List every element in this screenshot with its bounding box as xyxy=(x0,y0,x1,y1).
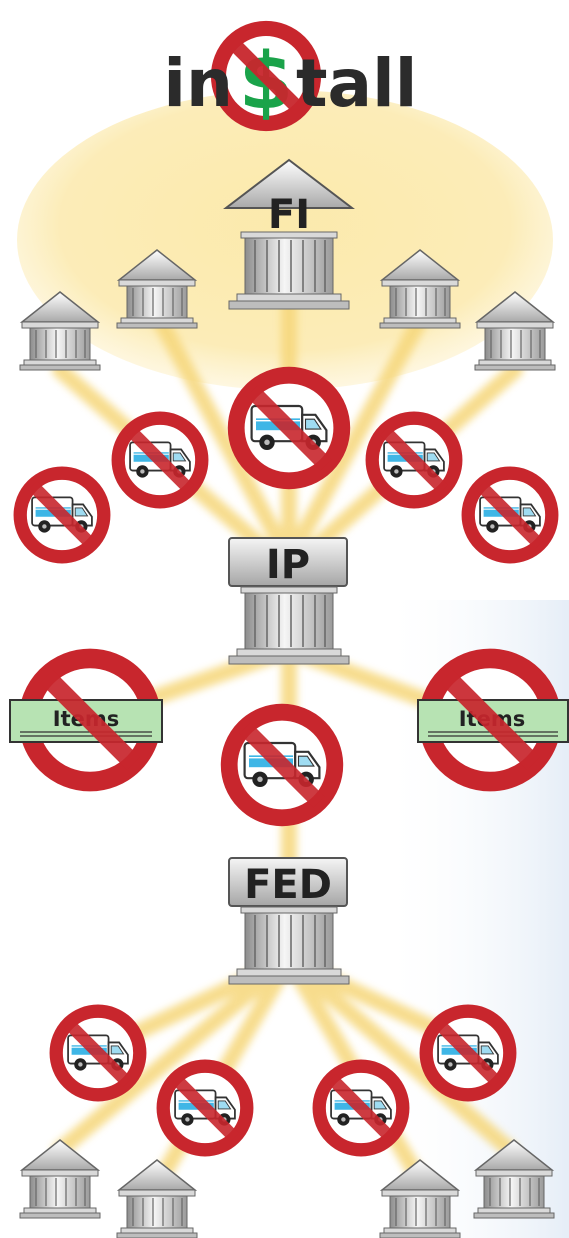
no-truck-icon xyxy=(468,473,552,557)
no-truck-icon xyxy=(56,1011,140,1095)
ip-bank: IP xyxy=(228,537,350,665)
no-truck-icon xyxy=(20,473,104,557)
bank-building-icon xyxy=(19,1139,101,1219)
no-truck-icon xyxy=(319,1066,403,1150)
no-truck-icon xyxy=(426,1011,510,1095)
no-items-right: Items xyxy=(417,658,569,781)
fed-plaque xyxy=(228,857,348,907)
no-truck-icon xyxy=(236,375,342,481)
logo-text-before: in xyxy=(163,45,233,122)
no-truck-icon xyxy=(163,1066,247,1150)
ip-label: IP xyxy=(266,542,310,588)
ip-plaque xyxy=(228,537,348,587)
no-truck-icon xyxy=(372,418,456,502)
fi-bank: FI xyxy=(223,158,355,310)
bank-building-icon xyxy=(116,1159,198,1238)
no-truck-icon xyxy=(229,712,335,818)
install-logo: in $ tall xyxy=(163,28,417,127)
fed-label: FED xyxy=(244,862,332,908)
fi-label: FI xyxy=(268,192,310,238)
logo-text-after: tall xyxy=(296,45,417,122)
fed-bank: FED xyxy=(228,857,350,985)
no-items-left: Items xyxy=(9,658,163,781)
no-truck-icon xyxy=(118,418,202,502)
